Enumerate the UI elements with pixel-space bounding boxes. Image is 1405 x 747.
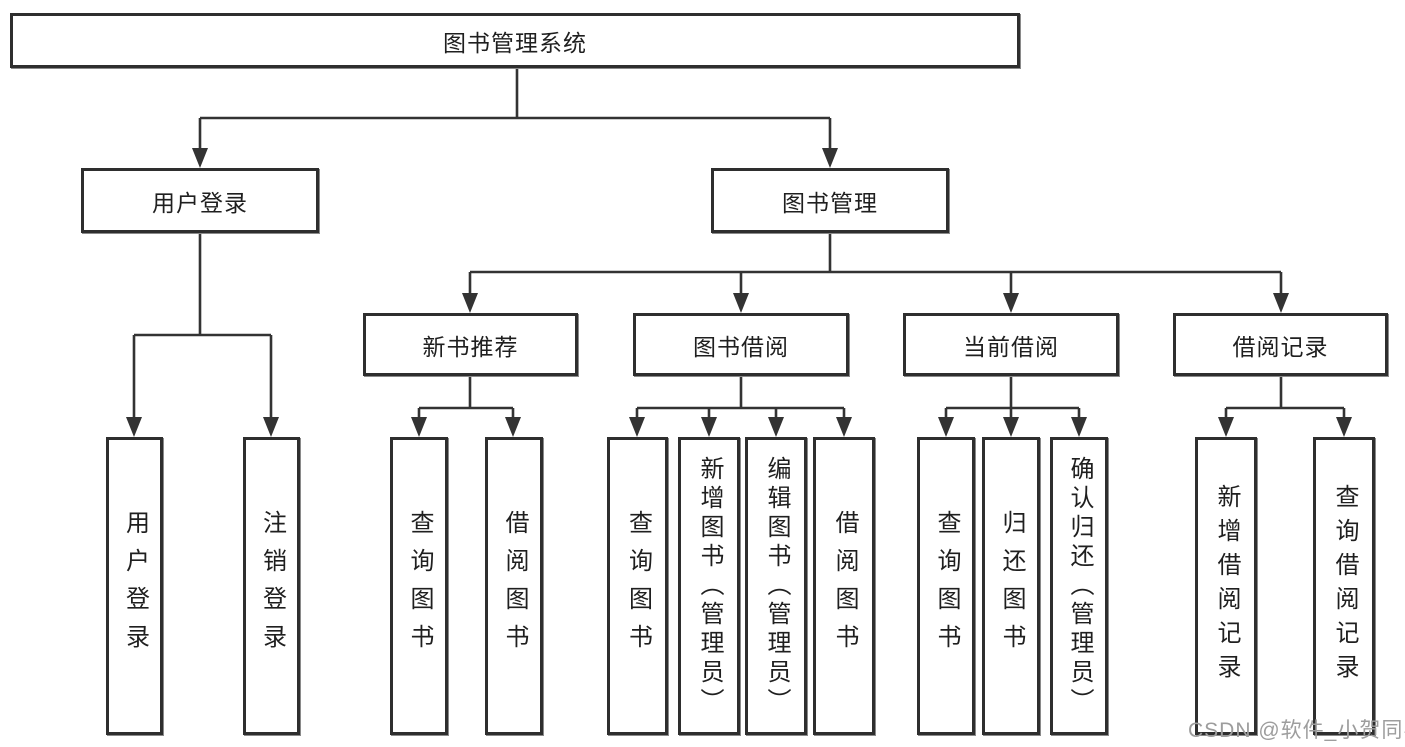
leaf-user-login-label: 用户登录 — [121, 510, 149, 662]
connector-current-borrowing-branch — [944, 376, 1081, 420]
node-book-borrowing-label: 图书借阅 — [693, 333, 789, 360]
arrowhead-icon — [462, 293, 478, 313]
leaf-return-books: 归还图书 — [982, 437, 1040, 735]
leaf-borrow-books-1-label: 借阅图书 — [501, 510, 528, 662]
connector-user-login-branch — [132, 233, 273, 420]
leaf-add-books-admin-label: 新增图书（管理员） — [696, 455, 723, 717]
leaf-query-borrow-record-label: 查询借阅记录 — [1331, 484, 1358, 688]
arrowhead-icon — [701, 417, 717, 437]
node-book-borrowing: 图书借阅 — [633, 313, 849, 376]
leaf-query-books-3-label: 查询图书 — [933, 510, 960, 662]
arrowhead-icon — [263, 417, 279, 437]
leaf-borrow-books-2-label: 借阅图书 — [831, 510, 858, 662]
leaf-query-books-1: 查询图书 — [390, 437, 448, 735]
leaf-query-books-3: 查询图书 — [917, 437, 975, 735]
connector-root-branch — [198, 67, 832, 150]
node-borrowing-records-label: 借阅记录 — [1232, 333, 1329, 360]
node-root-label: 图书管理系统 — [443, 29, 587, 56]
leaf-return-books-label: 归还图书 — [998, 510, 1025, 662]
leaf-borrow-books-2: 借阅图书 — [813, 437, 875, 735]
leaf-add-books-admin: 新增图书（管理员） — [678, 437, 740, 735]
leaf-query-books-2: 查询图书 — [607, 437, 668, 735]
arrowhead-icon — [1218, 417, 1234, 437]
arrowhead-icon — [822, 148, 838, 168]
arrowhead-icon — [126, 417, 142, 437]
leaf-user-login: 用户登录 — [106, 437, 163, 735]
node-user-login-label: 用户登录 — [152, 189, 248, 216]
node-current-borrowing-label: 当前借阅 — [963, 333, 1059, 360]
leaf-add-borrow-record: 新增借阅记录 — [1195, 437, 1257, 735]
arrowhead-icon — [733, 293, 749, 313]
node-current-borrowing: 当前借阅 — [903, 313, 1119, 376]
leaf-edit-books-admin-label: 编辑图书（管理员） — [763, 455, 790, 717]
connector-book-management-branch — [468, 233, 1283, 296]
arrowhead-icon — [505, 417, 521, 437]
arrowhead-icon — [1273, 293, 1289, 313]
node-root: 图书管理系统 — [10, 13, 1020, 68]
node-new-book-recommend-label: 新书推荐 — [422, 333, 519, 360]
arrowhead-icon — [938, 417, 954, 437]
leaf-query-borrow-record: 查询借阅记录 — [1313, 437, 1375, 735]
connector-borrowing-records-branch — [1224, 376, 1346, 420]
leaf-edit-books-admin: 编辑图书（管理员） — [745, 437, 807, 735]
node-new-book-recommend: 新书推荐 — [363, 313, 578, 376]
node-borrowing-records: 借阅记录 — [1173, 313, 1388, 376]
leaf-borrow-books-1: 借阅图书 — [485, 437, 543, 735]
arrowhead-icon — [1003, 417, 1019, 437]
leaf-query-books-1-label: 查询图书 — [406, 510, 433, 662]
arrowhead-icon — [411, 417, 427, 437]
arrowhead-icon — [1071, 417, 1087, 437]
arrowhead-icon — [836, 417, 852, 437]
leaf-logout: 注销登录 — [243, 437, 300, 735]
arrowhead-icon — [1336, 417, 1352, 437]
leaf-confirm-return-admin: 确认归还（管理员） — [1050, 437, 1108, 735]
connector-new-book-branch — [417, 376, 515, 420]
arrowhead-icon — [192, 148, 208, 168]
leaf-add-borrow-record-label: 新增借阅记录 — [1213, 484, 1240, 688]
leaf-logout-label: 注销登录 — [258, 510, 286, 662]
leaf-query-books-2-label: 查询图书 — [624, 510, 652, 662]
arrowhead-icon — [768, 417, 784, 437]
node-book-management: 图书管理 — [711, 168, 949, 233]
node-user-login: 用户登录 — [81, 168, 319, 233]
csdn-watermark: CSDN @软件_小贺同学 — [1188, 719, 1405, 742]
arrowhead-icon — [1003, 293, 1019, 313]
node-book-management-label: 图书管理 — [782, 189, 878, 216]
leaf-confirm-return-admin-label: 确认归还（管理员） — [1066, 455, 1093, 717]
connector-book-borrowing-branch — [635, 376, 846, 420]
arrowhead-icon — [629, 417, 645, 437]
